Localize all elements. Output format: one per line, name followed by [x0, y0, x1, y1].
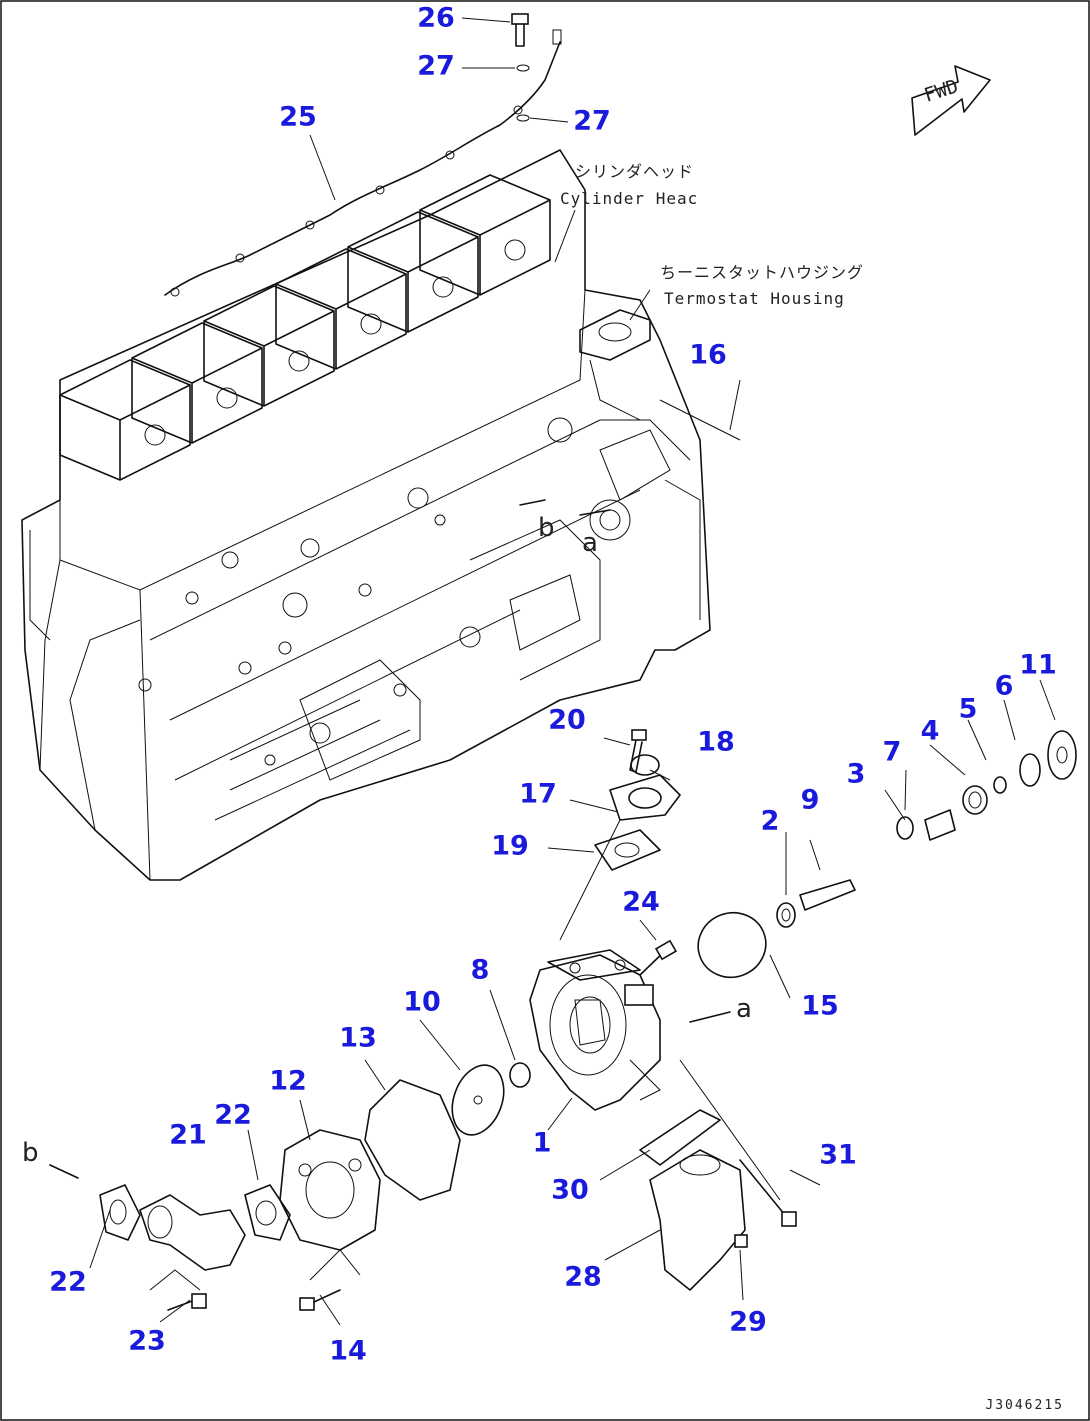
callout-14: 14 [329, 1335, 367, 1367]
ref-letter-a-pump: a [736, 994, 752, 1024]
callout-23: 23 [128, 1325, 166, 1357]
fwd-arrow [911, 65, 991, 136]
valve-cover-module [419, 174, 551, 296]
callout-6: 6 [994, 670, 1014, 702]
callout-13: 13 [339, 1022, 377, 1054]
valve-cover-module [275, 248, 407, 370]
valve-cover-module [347, 211, 479, 333]
callout-27: 27 [573, 105, 611, 137]
cover-boss [144, 424, 166, 446]
drawing-code: J3046215 [985, 1398, 1064, 1413]
callout-8: 8 [470, 954, 490, 986]
callout-21: 21 [169, 1119, 207, 1151]
cover-boss [216, 387, 238, 409]
callout-26: 26 [417, 2, 455, 34]
callout-30: 30 [551, 1174, 589, 1206]
callout-19: 19 [491, 830, 529, 862]
callout-4: 4 [920, 715, 940, 747]
callout-24: 24 [622, 886, 660, 918]
valve-cover-module [59, 359, 191, 481]
callout-22: 22 [49, 1266, 87, 1298]
cover-boss [504, 239, 526, 261]
valve-cover-module [131, 322, 263, 444]
callout-5: 5 [958, 693, 978, 725]
callout-31: 31 [819, 1139, 857, 1171]
callout-27: 27 [417, 50, 455, 82]
cover-boss [360, 313, 382, 335]
callout-25: 25 [279, 101, 317, 133]
callout-17: 17 [519, 778, 557, 810]
callout-18: 18 [697, 726, 735, 758]
callout-12: 12 [269, 1065, 307, 1097]
callout-29: 29 [729, 1306, 767, 1338]
callout-28: 28 [564, 1261, 602, 1293]
cylinder-head-note-en: Cylinder Heac [560, 189, 699, 208]
engine-block [21, 13, 711, 881]
valve-cover-module [203, 285, 335, 407]
callout-7: 7 [882, 736, 902, 768]
thermostat-housing-note-jp: ちーニスタットハウジング [660, 263, 865, 282]
callout-15: 15 [801, 990, 839, 1022]
cylinder-head-note-jp: シリンダヘッド [575, 162, 695, 181]
ref-letter-a-top: a [582, 528, 598, 558]
callout-11: 11 [1019, 649, 1057, 681]
callout-9: 9 [800, 784, 820, 816]
cover-boss [288, 350, 310, 372]
water-pump-assembly [49, 499, 1077, 1311]
callout-22: 22 [214, 1099, 252, 1131]
callout-16: 16 [689, 339, 727, 371]
thermostat-housing-note-en: Termostat Housing [664, 289, 845, 308]
callout-10: 10 [403, 986, 441, 1018]
ref-letter-b-left: b [22, 1138, 39, 1168]
callout-3: 3 [846, 758, 866, 790]
cover-boss [432, 276, 454, 298]
callout-1: 1 [532, 1127, 552, 1159]
callout-20: 20 [548, 704, 586, 736]
callout-2: 2 [760, 805, 780, 837]
ref-letter-b-top: b [538, 513, 555, 543]
